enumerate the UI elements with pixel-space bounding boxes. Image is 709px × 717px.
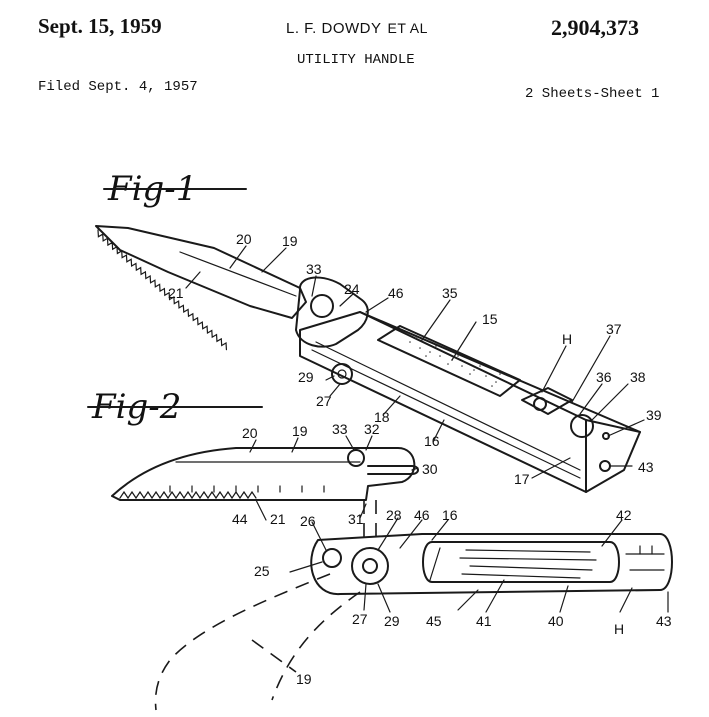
ref-33-fig1: 33 (306, 261, 322, 277)
ref-26: 26 (300, 513, 316, 529)
ref-29-fig1: 29 (298, 369, 314, 385)
ref-33-fig2: 33 (332, 421, 348, 437)
fig1-handle-edge (359, 311, 587, 421)
ref-18: 18 (374, 409, 390, 425)
ref-17: 17 (514, 471, 530, 487)
fig2-blade-teeth (119, 490, 257, 500)
fig1-gear-hub (337, 369, 347, 379)
fig2-gear-wheel (351, 547, 389, 585)
fig1-blade-teeth (97, 229, 228, 351)
ref-40: 40 (548, 613, 564, 629)
fig2-handle-pivot-hole (322, 548, 342, 568)
ref-16-fig1: 16 (424, 433, 440, 449)
fig1-abrasive-pad (377, 325, 521, 397)
fig2-gear-hub (362, 558, 378, 574)
fig1: Fig-1 (95, 169, 662, 493)
ref-36: 36 (596, 369, 612, 385)
patent-number: 2,904,373 (551, 15, 639, 40)
fig2-handle (310, 533, 673, 596)
ref-19-fig1: 19 (282, 233, 298, 249)
patent-title: UTILITY HANDLE (297, 52, 415, 68)
ref-42: 42 (616, 507, 632, 523)
fig1-slot-line-2 (315, 341, 581, 471)
fig1-slot-line (311, 349, 581, 479)
ref-h-fig1: H (562, 331, 572, 347)
ref-46-fig2: 46 (414, 507, 430, 523)
inventor-name: L. F. DOWDY ET AL (286, 20, 428, 37)
sheet-count: 2 Sheets-Sheet 1 (525, 86, 660, 102)
fig2-blade (111, 447, 416, 501)
ref-27-fig2: 27 (352, 611, 368, 627)
ref-20-fig2: 20 (242, 425, 258, 441)
fig2-swing-arc-outer (154, 573, 331, 711)
ref-16-fig2: 16 (442, 507, 458, 523)
ref-21-fig1: 21 (168, 285, 184, 301)
ref-43-fig1: 43 (638, 459, 654, 475)
ref-32: 32 (364, 421, 380, 437)
ref-39: 39 (646, 407, 662, 423)
ref-27-fig1: 27 (316, 393, 332, 409)
ref-43-fig2: 43 (656, 613, 672, 629)
ref-31: 31 (348, 511, 364, 527)
et-al-text: ET AL (387, 20, 428, 36)
fig1-pivot-hole (310, 294, 334, 318)
fig2-scale-marks (169, 485, 325, 493)
ref-20-fig1: 20 (236, 231, 252, 247)
fig2-needles (429, 547, 597, 581)
filed-date: Filed Sept. 4, 1957 (38, 79, 198, 95)
fig2-leaders (249, 435, 669, 613)
ref-h-fig2: H (614, 621, 624, 637)
ref-30: 30 (422, 461, 438, 477)
ref-35: 35 (442, 285, 458, 301)
fig1-pivot (295, 276, 369, 348)
fig2: Fig-2 (87, 387, 673, 711)
ref-19-arc: 19 (296, 671, 312, 687)
fig1-blade (95, 225, 307, 319)
ref-38: 38 (630, 369, 646, 385)
ref-15: 15 (482, 311, 498, 327)
fig1-blade-bevel (179, 251, 297, 297)
fig2-blade-hole (347, 449, 365, 467)
ref-25: 25 (254, 563, 270, 579)
fig1-compass-small (533, 397, 547, 411)
ref-41: 41 (476, 613, 492, 629)
fig2-blade-slot (367, 465, 419, 475)
ref-28: 28 (386, 507, 402, 523)
ref-37: 37 (606, 321, 622, 337)
inventor-text: L. F. DOWDY (286, 20, 382, 37)
fig2-swing-leader (251, 639, 297, 673)
ref-46-fig1: 46 (388, 285, 404, 301)
fig1-handle-end-top (585, 419, 641, 433)
ref-29-fig2: 29 (384, 613, 400, 629)
ref-24: 24 (344, 281, 360, 297)
ref-19-fig2: 19 (292, 423, 308, 439)
fig1-leaders (185, 245, 645, 479)
ref-44: 44 (232, 511, 248, 527)
fig1-abrasive-texture (409, 337, 501, 387)
fig2-swing-arc-inner (271, 591, 361, 701)
ref-21-fig2: 21 (270, 511, 286, 527)
patent-date: Sept. 15, 1959 (38, 14, 162, 38)
ref-45: 45 (426, 613, 442, 629)
fig1-gear-wheel (331, 363, 353, 385)
fig1-compass (570, 414, 594, 438)
fig2-window (422, 541, 620, 583)
fig2-ruler-marks (625, 545, 665, 571)
fig1-screw-43 (599, 460, 611, 472)
